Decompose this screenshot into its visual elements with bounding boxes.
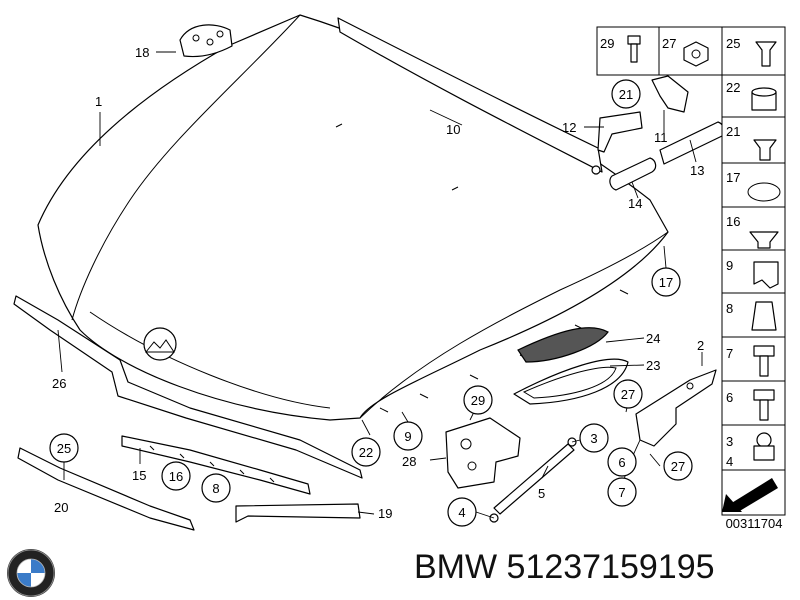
clip-11 xyxy=(651,75,689,113)
seal-20 xyxy=(17,447,195,531)
panel-label-9: 9 xyxy=(726,258,733,273)
callout-5: 5 xyxy=(538,486,545,501)
panel-label-3: 3 xyxy=(726,434,733,449)
panel-label-27: 27 xyxy=(662,36,676,51)
clip-16-icon xyxy=(749,231,779,249)
leader-lines xyxy=(57,51,703,519)
circled-callout-27b: 27 xyxy=(663,451,693,481)
svg-text:3: 3 xyxy=(590,431,597,446)
hood-panel xyxy=(37,14,669,421)
strip-13 xyxy=(659,121,725,165)
vent-grille-24 xyxy=(517,327,609,363)
panel-label-16: 16 xyxy=(726,214,740,229)
panel-label-8: 8 xyxy=(726,301,733,316)
panel-label-25: 25 xyxy=(726,36,740,51)
circled-callout-4: 4 xyxy=(447,497,477,527)
callout-12: 12 xyxy=(562,120,576,135)
svg-text:29: 29 xyxy=(471,393,485,408)
diagram-code: 00311704 xyxy=(726,516,783,531)
circled-callout-29: 29 xyxy=(463,385,493,415)
ring-17-icon xyxy=(747,182,781,202)
circled-callout-3: 3 xyxy=(579,423,609,453)
svg-text:17: 17 xyxy=(659,275,673,290)
svg-text:9: 9 xyxy=(404,429,411,444)
panel-label-4: 4 xyxy=(726,454,733,469)
svg-text:6: 6 xyxy=(618,455,625,470)
vent-frame-23 xyxy=(513,358,629,405)
grommet-22-icon xyxy=(751,87,777,111)
hood-emblem xyxy=(143,327,177,361)
lock-28 xyxy=(445,417,521,489)
seal-26 xyxy=(13,295,363,479)
side-panel-frames xyxy=(596,26,786,516)
bracket-15 xyxy=(121,435,311,495)
svg-text:21: 21 xyxy=(619,87,633,102)
callout-18: 18 xyxy=(135,45,149,60)
circled-callout-6: 6 xyxy=(607,447,637,477)
hinge-2 xyxy=(635,369,717,447)
circled-callout-7: 7 xyxy=(607,477,637,507)
circled-callout-22: 22 xyxy=(351,437,381,467)
ball-stud-3-icon xyxy=(753,432,775,461)
panel-label-22: 22 xyxy=(726,80,740,95)
svg-text:4: 4 xyxy=(458,505,465,520)
callout-28: 28 xyxy=(402,454,416,469)
callout-24: 24 xyxy=(646,331,660,346)
bmw-roundel-icon xyxy=(7,549,55,597)
screw-29-icon xyxy=(627,35,641,63)
callout-23: 23 xyxy=(646,358,660,373)
panel-label-6: 6 xyxy=(726,390,733,405)
callouts: 1 18 10 12 11 13 14 24 23 2 26 20 15 19 … xyxy=(49,36,740,527)
callout-15: 15 xyxy=(132,468,146,483)
clip-9-icon xyxy=(753,261,779,289)
nut-27-icon xyxy=(683,41,709,67)
bracket-18 xyxy=(179,24,233,58)
circled-callout-27a: 27 xyxy=(613,379,643,409)
circled-callout-8: 8 xyxy=(201,473,231,503)
part-caption: BMW 51237159195 xyxy=(414,548,715,586)
circled-callout-25: 25 xyxy=(49,433,79,463)
svg-text:8: 8 xyxy=(212,481,219,496)
cover-19 xyxy=(235,503,361,523)
svg-text:22: 22 xyxy=(359,445,373,460)
svg-text:27: 27 xyxy=(671,459,685,474)
bracket-12 xyxy=(597,111,643,153)
bolt-6-icon xyxy=(753,389,775,421)
callout-11: 11 xyxy=(654,130,668,145)
callout-20: 20 xyxy=(54,500,68,515)
callout-1: 1 xyxy=(95,94,102,109)
strip-14 xyxy=(609,157,657,191)
callout-2: 2 xyxy=(697,338,704,353)
panel-label-7: 7 xyxy=(726,346,733,361)
svg-text:16: 16 xyxy=(169,469,183,484)
circled-callout-21: 21 xyxy=(611,79,641,109)
svg-text:27: 27 xyxy=(621,387,635,402)
circled-callout-9: 9 xyxy=(393,421,423,451)
bolt-7-icon xyxy=(753,345,775,377)
callout-19: 19 xyxy=(378,506,392,521)
arrow-pictogram-icon xyxy=(722,478,778,512)
panel-label-17: 17 xyxy=(726,170,740,185)
seal-strip-10 xyxy=(337,17,603,175)
svg-text:25: 25 xyxy=(57,441,71,456)
panel-label-21: 21 xyxy=(726,124,740,139)
clip-21-icon xyxy=(753,139,777,161)
callout-13: 13 xyxy=(690,163,704,178)
circled-callout-16: 16 xyxy=(161,461,191,491)
rubber-buffer-8-icon xyxy=(751,301,777,331)
gas-strut-5 xyxy=(489,437,577,523)
svg-text:7: 7 xyxy=(618,485,625,500)
circled-callout-17: 17 xyxy=(651,267,681,297)
panel-label-29: 29 xyxy=(600,36,614,51)
callout-26: 26 xyxy=(52,376,66,391)
callout-14: 14 xyxy=(628,196,642,211)
callout-10: 10 xyxy=(446,122,460,137)
clip-25-icon xyxy=(755,41,777,67)
